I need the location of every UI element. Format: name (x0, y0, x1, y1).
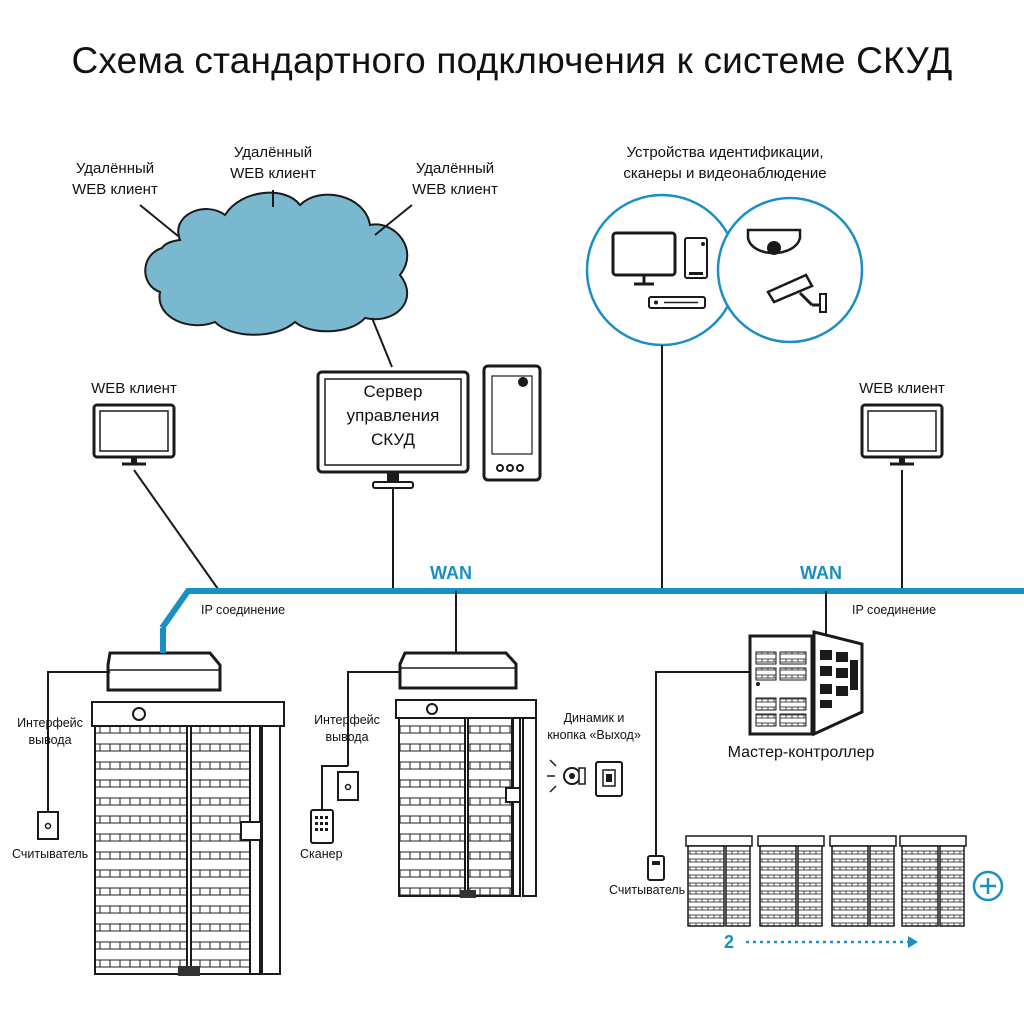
add-icon (972, 870, 1004, 902)
server-tower-icon (482, 364, 542, 482)
master-controller-label: Мастер-контроллер (727, 744, 875, 761)
web-client-right-label: WEB клиент (859, 380, 945, 397)
ip-connection-right-label: IP соединение (852, 603, 937, 617)
turnstile-left (91, 651, 285, 976)
web-client-right-monitor (860, 403, 944, 466)
wan-label-right: WAN (800, 563, 842, 583)
output-module-icon (337, 771, 359, 801)
card-reader-icon (684, 237, 708, 279)
wan-label-left: WAN (430, 563, 472, 583)
video-surveillance-circle (716, 196, 864, 344)
reader-left-icon (37, 811, 59, 840)
controller-box (398, 651, 518, 690)
cloud-server-line (371, 317, 393, 368)
cloud-icon (144, 191, 409, 336)
output-interface-line-1 (47, 671, 110, 812)
reader-right-icon (647, 855, 665, 881)
small-turnstile (829, 835, 897, 927)
devices-label: Устройства идентификации,сканеры и видео… (623, 144, 827, 182)
master-reader-line (655, 671, 750, 858)
wan-backbone (159, 588, 1024, 630)
identification-devices-circle (585, 193, 739, 347)
cloud-client-line (374, 204, 413, 236)
page-title: Схема стандартного подключения к системе… (71, 40, 953, 81)
monitor-icon (611, 231, 677, 277)
scanner-label: Сканер (300, 847, 343, 861)
output-interface-line-2 (321, 671, 400, 810)
small-turnstile (899, 835, 967, 927)
reader-left-label: Считыватель (12, 847, 89, 861)
speaker-icon (547, 759, 586, 793)
turnstile-middle (395, 651, 537, 898)
scanner-icon (310, 809, 334, 844)
web-client-left-line (133, 469, 219, 590)
cloud-client-line (139, 204, 179, 237)
bullet-camera-icon (766, 273, 827, 313)
controller-box (106, 651, 222, 692)
web-client-left-label: WEB клиент (91, 380, 177, 397)
server-monitor (316, 370, 470, 489)
web-client-left-monitor (92, 403, 176, 466)
reader-right-label: Считыватель (609, 883, 686, 897)
exit-button-icon (595, 761, 623, 797)
turnstile-count-label: 2 (724, 932, 735, 952)
small-turnstile (685, 835, 753, 927)
small-turnstile (757, 835, 825, 927)
ip-connection-left-label: IP соединение (201, 603, 286, 617)
master-controller-icon (748, 630, 864, 737)
dotted-arrow (746, 936, 918, 948)
